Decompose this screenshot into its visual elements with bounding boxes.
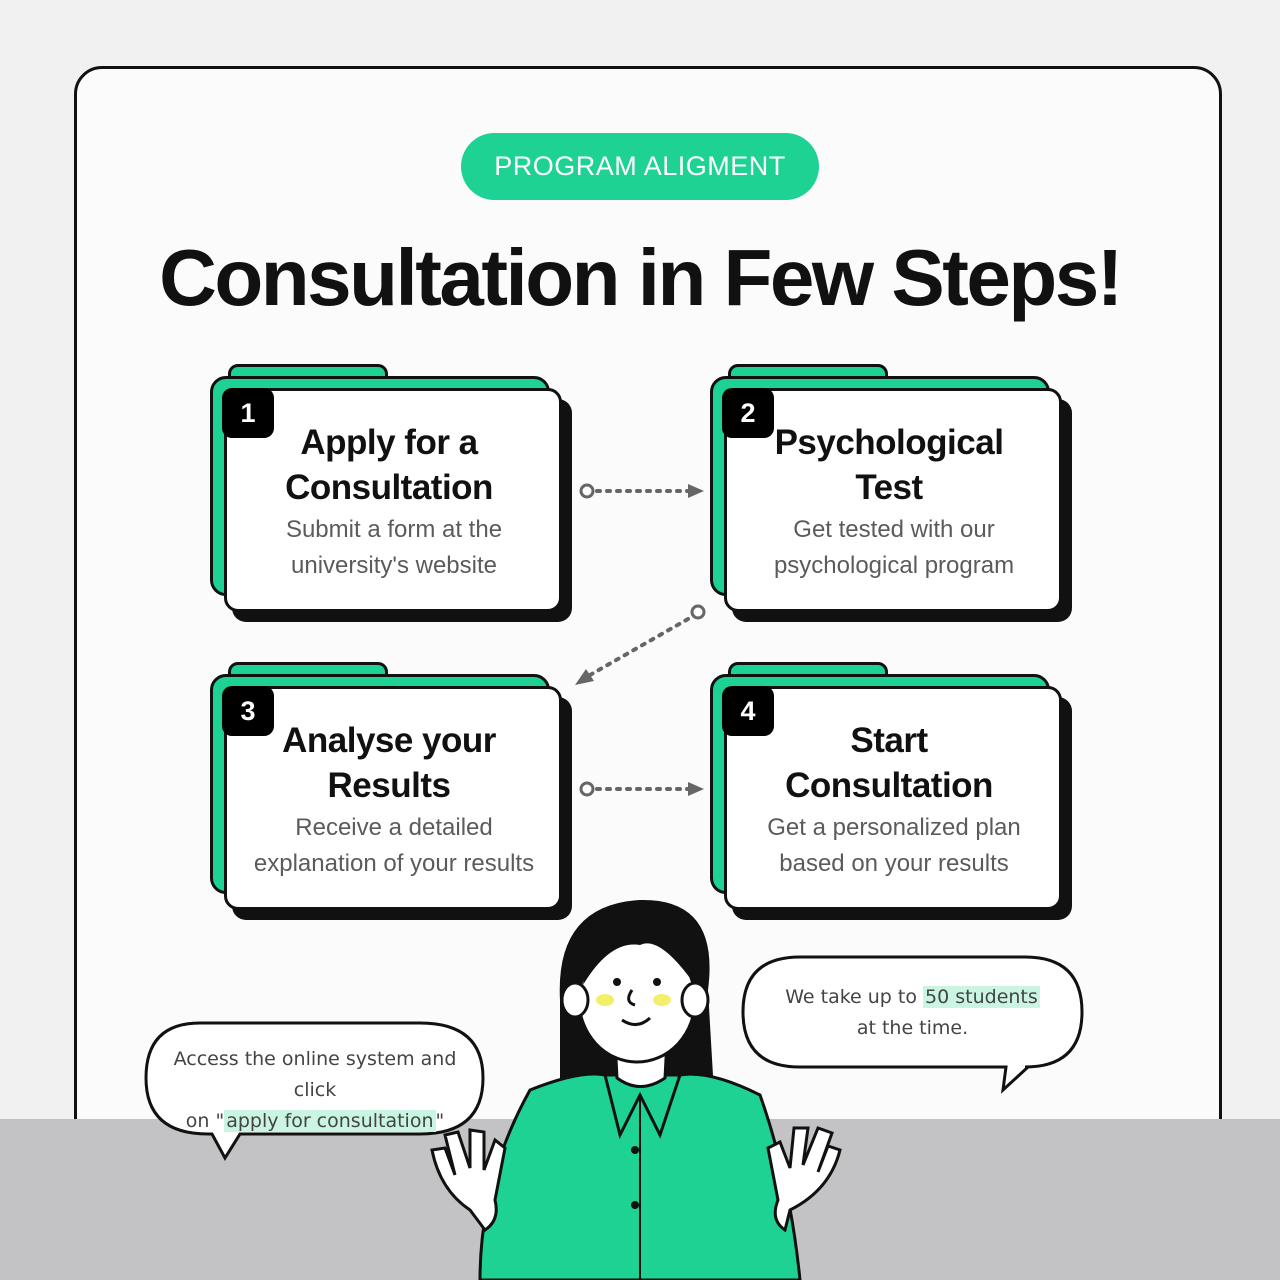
step-card-1: 1 Apply for a Consultation Submit a form… (210, 364, 572, 622)
step-number: 2 (722, 388, 774, 438)
arrow-3-to-4 (579, 781, 704, 797)
step-description: Receive a detailed explanation of your r… (253, 814, 535, 877)
step-number: 3 (222, 686, 274, 736)
step-title: Psychological Test (774, 423, 1004, 507)
step-number: 1 (222, 388, 274, 438)
right-hand (766, 1126, 842, 1233)
left-hand (430, 1128, 507, 1233)
step-card-3: 3 Analyse your Results Receive a detaile… (210, 662, 572, 920)
speech-bubble-left-text: Access the online system and click on "a… (173, 1048, 457, 1132)
step-card-4: 4 Start Consultation Get a personalized … (710, 662, 1072, 920)
arrow-2-to-3 (575, 604, 706, 685)
step-title: Analyse your Results (282, 721, 496, 805)
arrow-1-to-2 (579, 483, 704, 499)
face (560, 919, 710, 1064)
shirt (478, 1072, 802, 1280)
step-description: Get tested with our psychological progra… (773, 516, 1015, 579)
program-badge: PROGRAM ALIGMENT (461, 133, 819, 200)
page-title: Consultation in Few Steps! (159, 233, 1123, 322)
step-title: Apply for a Consultation (285, 423, 493, 507)
step-number: 4 (722, 686, 774, 736)
step-description: Submit a form at the university's websit… (285, 516, 503, 579)
step-title: Start Consultation (785, 721, 993, 805)
speech-bubble-right-text: We take up to 50 students at the time. (785, 986, 1040, 1039)
step-card-2: 2 Psychological Test Get tested with our… (710, 364, 1072, 622)
step-description: Get a personalized plan based on your re… (767, 814, 1021, 877)
